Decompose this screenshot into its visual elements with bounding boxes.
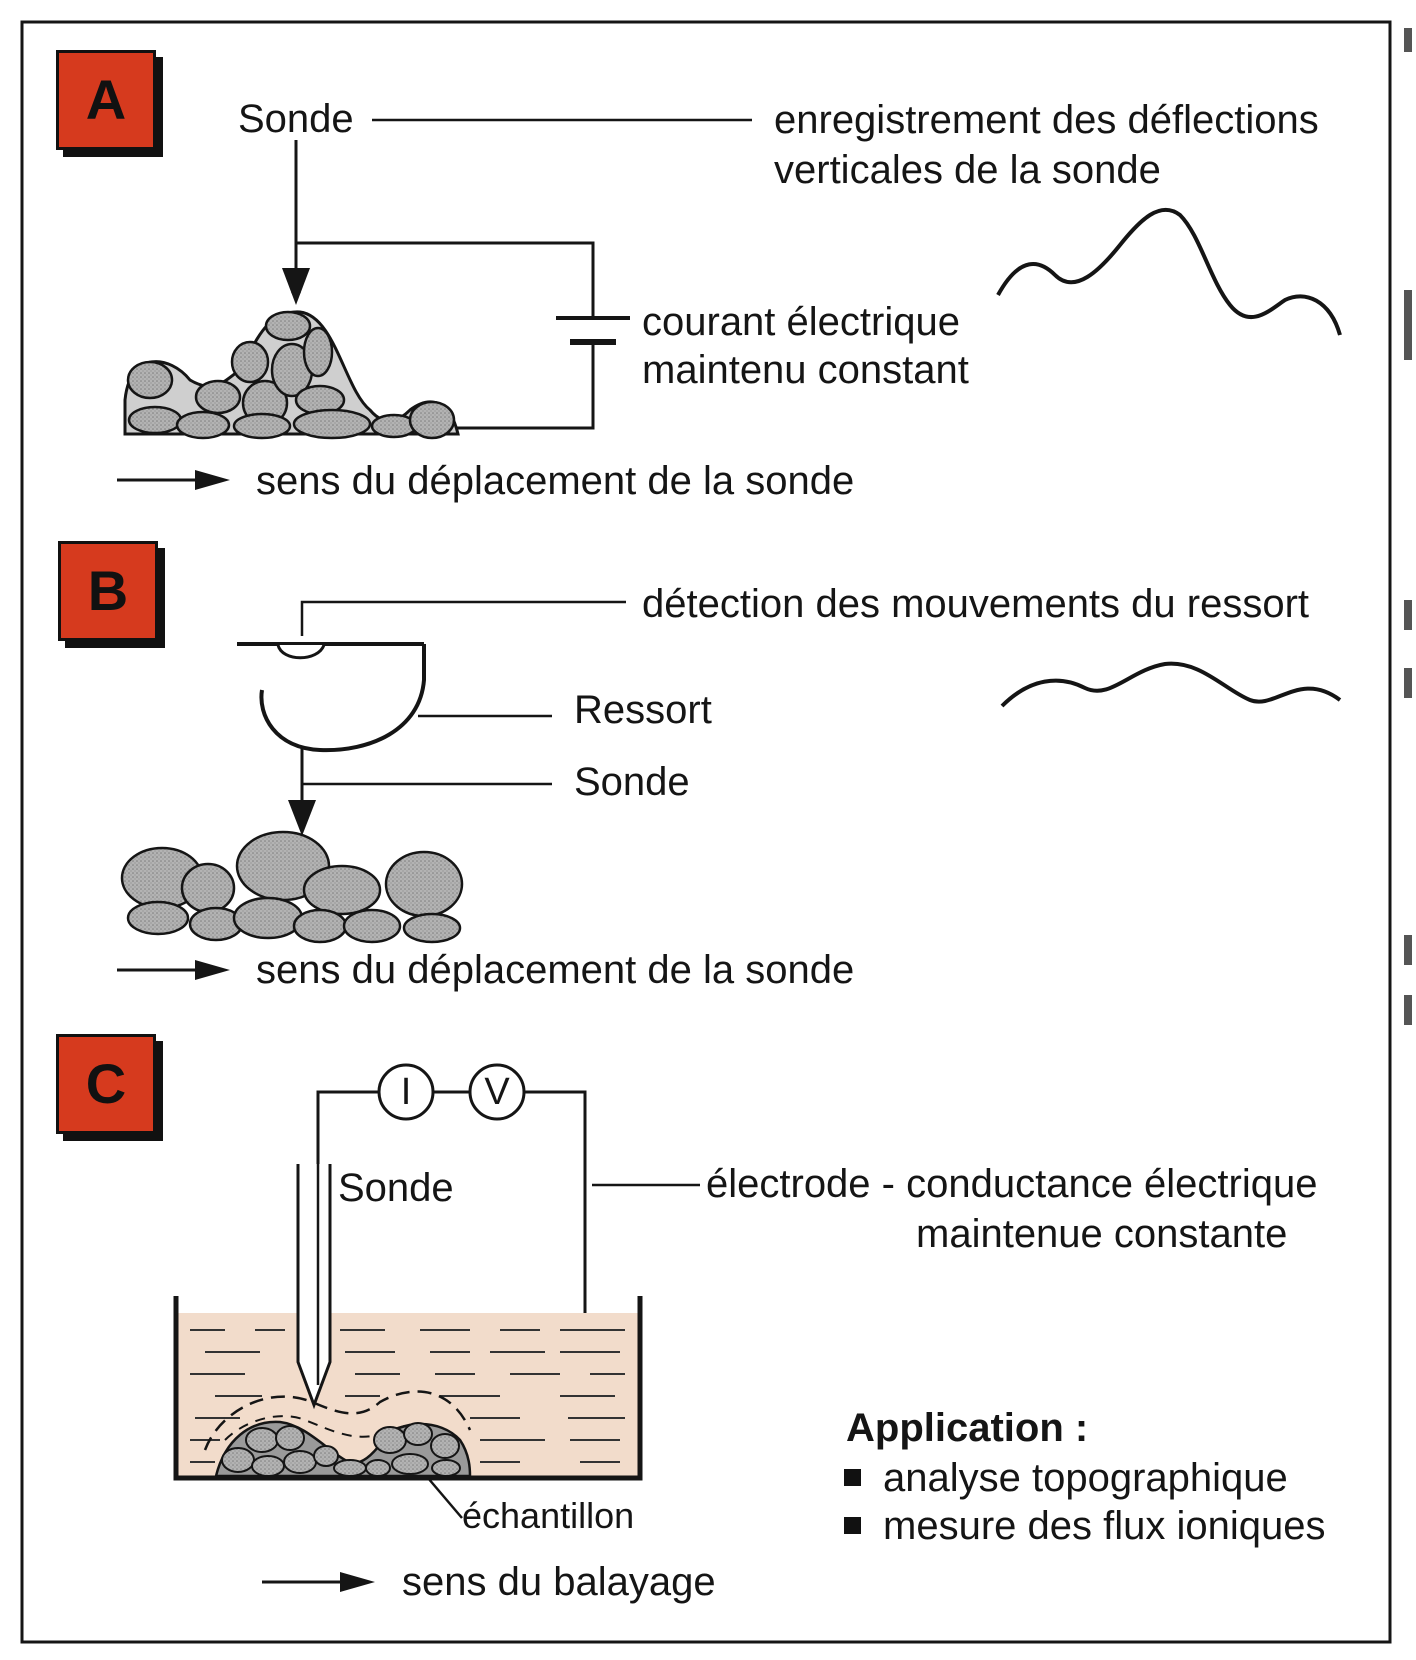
- bullet-square-icon: [844, 1468, 861, 1486]
- recording-wave-b: [1000, 661, 1342, 708]
- recording-wave-a: [996, 207, 1342, 336]
- probe-c-tube: [296, 1164, 332, 1410]
- direction-label-c: sens du balayage: [402, 1560, 716, 1604]
- circuit-wire-a: [296, 241, 595, 317]
- cells-a: [126, 310, 456, 440]
- direction-label-a: sens du déplacement de la sonde: [256, 459, 855, 503]
- application-item-1: analyse topographique: [844, 1454, 1288, 1502]
- panel-b: [117, 600, 1342, 980]
- sample-label: échantillon: [462, 1495, 635, 1536]
- direction-arrow-a-head: [195, 470, 230, 490]
- recording-label-line2: verticales de la sonde: [774, 148, 1161, 192]
- probe-label-a: Sonde: [238, 97, 354, 141]
- edge-marks: [1404, 28, 1412, 1025]
- probe-b-arrowhead: [288, 800, 316, 836]
- cells-b: [120, 830, 464, 944]
- direction-label-b: sens du déplacement de la sonde: [256, 948, 855, 992]
- recording-label-line1: enregistrement des déflections: [774, 98, 1319, 142]
- application-title: Application :: [846, 1406, 1089, 1450]
- spring-detector-cup: [276, 644, 326, 660]
- spring-arc: [259, 644, 426, 753]
- application-text: analyse topographique: [883, 1456, 1288, 1500]
- bullet-square-icon: [844, 1516, 861, 1534]
- sample-leader-line: [427, 1477, 463, 1519]
- ammeter-symbol: I: [400, 1071, 412, 1113]
- electrode-label-line2: maintenue constante: [916, 1212, 1288, 1256]
- detection-leader-line: [300, 600, 626, 636]
- direction-arrow-b-head: [195, 960, 230, 980]
- bath-container: [173, 1296, 643, 1481]
- liquid-dashes: [190, 1329, 625, 1463]
- current-label-line2: maintenu constant: [642, 348, 969, 392]
- figure-frame: [20, 20, 1392, 1644]
- panel-a: [117, 118, 1342, 490]
- application-item-2: mesure des flux ioniques: [844, 1502, 1325, 1550]
- probe-label-b: Sonde: [574, 760, 690, 804]
- spring-label: Ressort: [574, 688, 712, 732]
- probe-a-arrowhead: [282, 268, 310, 305]
- circuit-wire-a-return: [455, 342, 595, 430]
- direction-arrow-c-head: [340, 1572, 375, 1592]
- voltmeter-symbol: V: [484, 1071, 510, 1113]
- panel-c: [173, 1063, 700, 1592]
- electrode-label-line1: électrode - conductance électrique: [706, 1162, 1318, 1206]
- current-label-line1: courant électrique: [642, 300, 960, 344]
- panel-c-badge: C: [56, 1034, 156, 1134]
- panel-a-badge: A: [56, 50, 156, 150]
- circuit-wire-c: [316, 1090, 380, 1164]
- application-text: mesure des flux ioniques: [883, 1504, 1326, 1548]
- panel-b-badge: B: [58, 541, 158, 641]
- cells-c: [221, 1422, 461, 1477]
- detection-label: détection des mouvements du ressort: [642, 582, 1310, 626]
- probe-label-c: Sonde: [338, 1166, 454, 1210]
